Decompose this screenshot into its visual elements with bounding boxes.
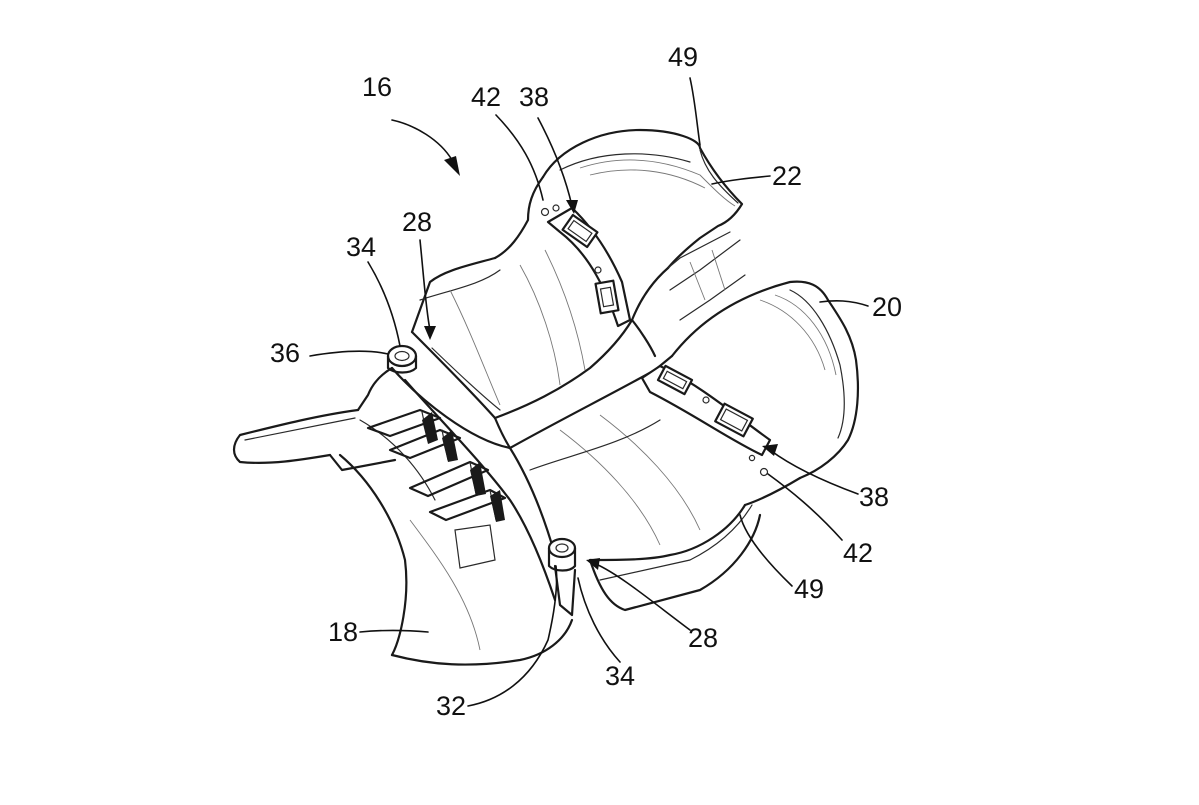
label-28-top: 28 [402,209,432,236]
bottom-bushing [549,539,575,615]
label-38-top: 38 [519,84,549,111]
lower-latch-plate [642,366,770,476]
label-18-base: 18 [328,619,358,646]
label-42-right: 42 [843,540,873,567]
label-16-assembly: 16 [362,74,392,101]
upper-latch-plate [542,205,631,326]
label-28-bottom: 28 [688,625,718,652]
label-22-upper-shell: 22 [772,163,802,190]
label-36: 36 [270,340,300,367]
base-outline [234,368,572,665]
label-34-left: 34 [346,234,376,261]
label-38-right: 38 [859,484,889,511]
label-49-right: 49 [794,576,824,603]
label-42-top: 42 [471,84,501,111]
base-lattice [368,410,505,568]
label-20-lower-shell: 20 [872,294,902,321]
label-32: 32 [436,693,466,720]
label-34-bottom: 34 [605,663,635,690]
label-49-top: 49 [668,44,698,71]
